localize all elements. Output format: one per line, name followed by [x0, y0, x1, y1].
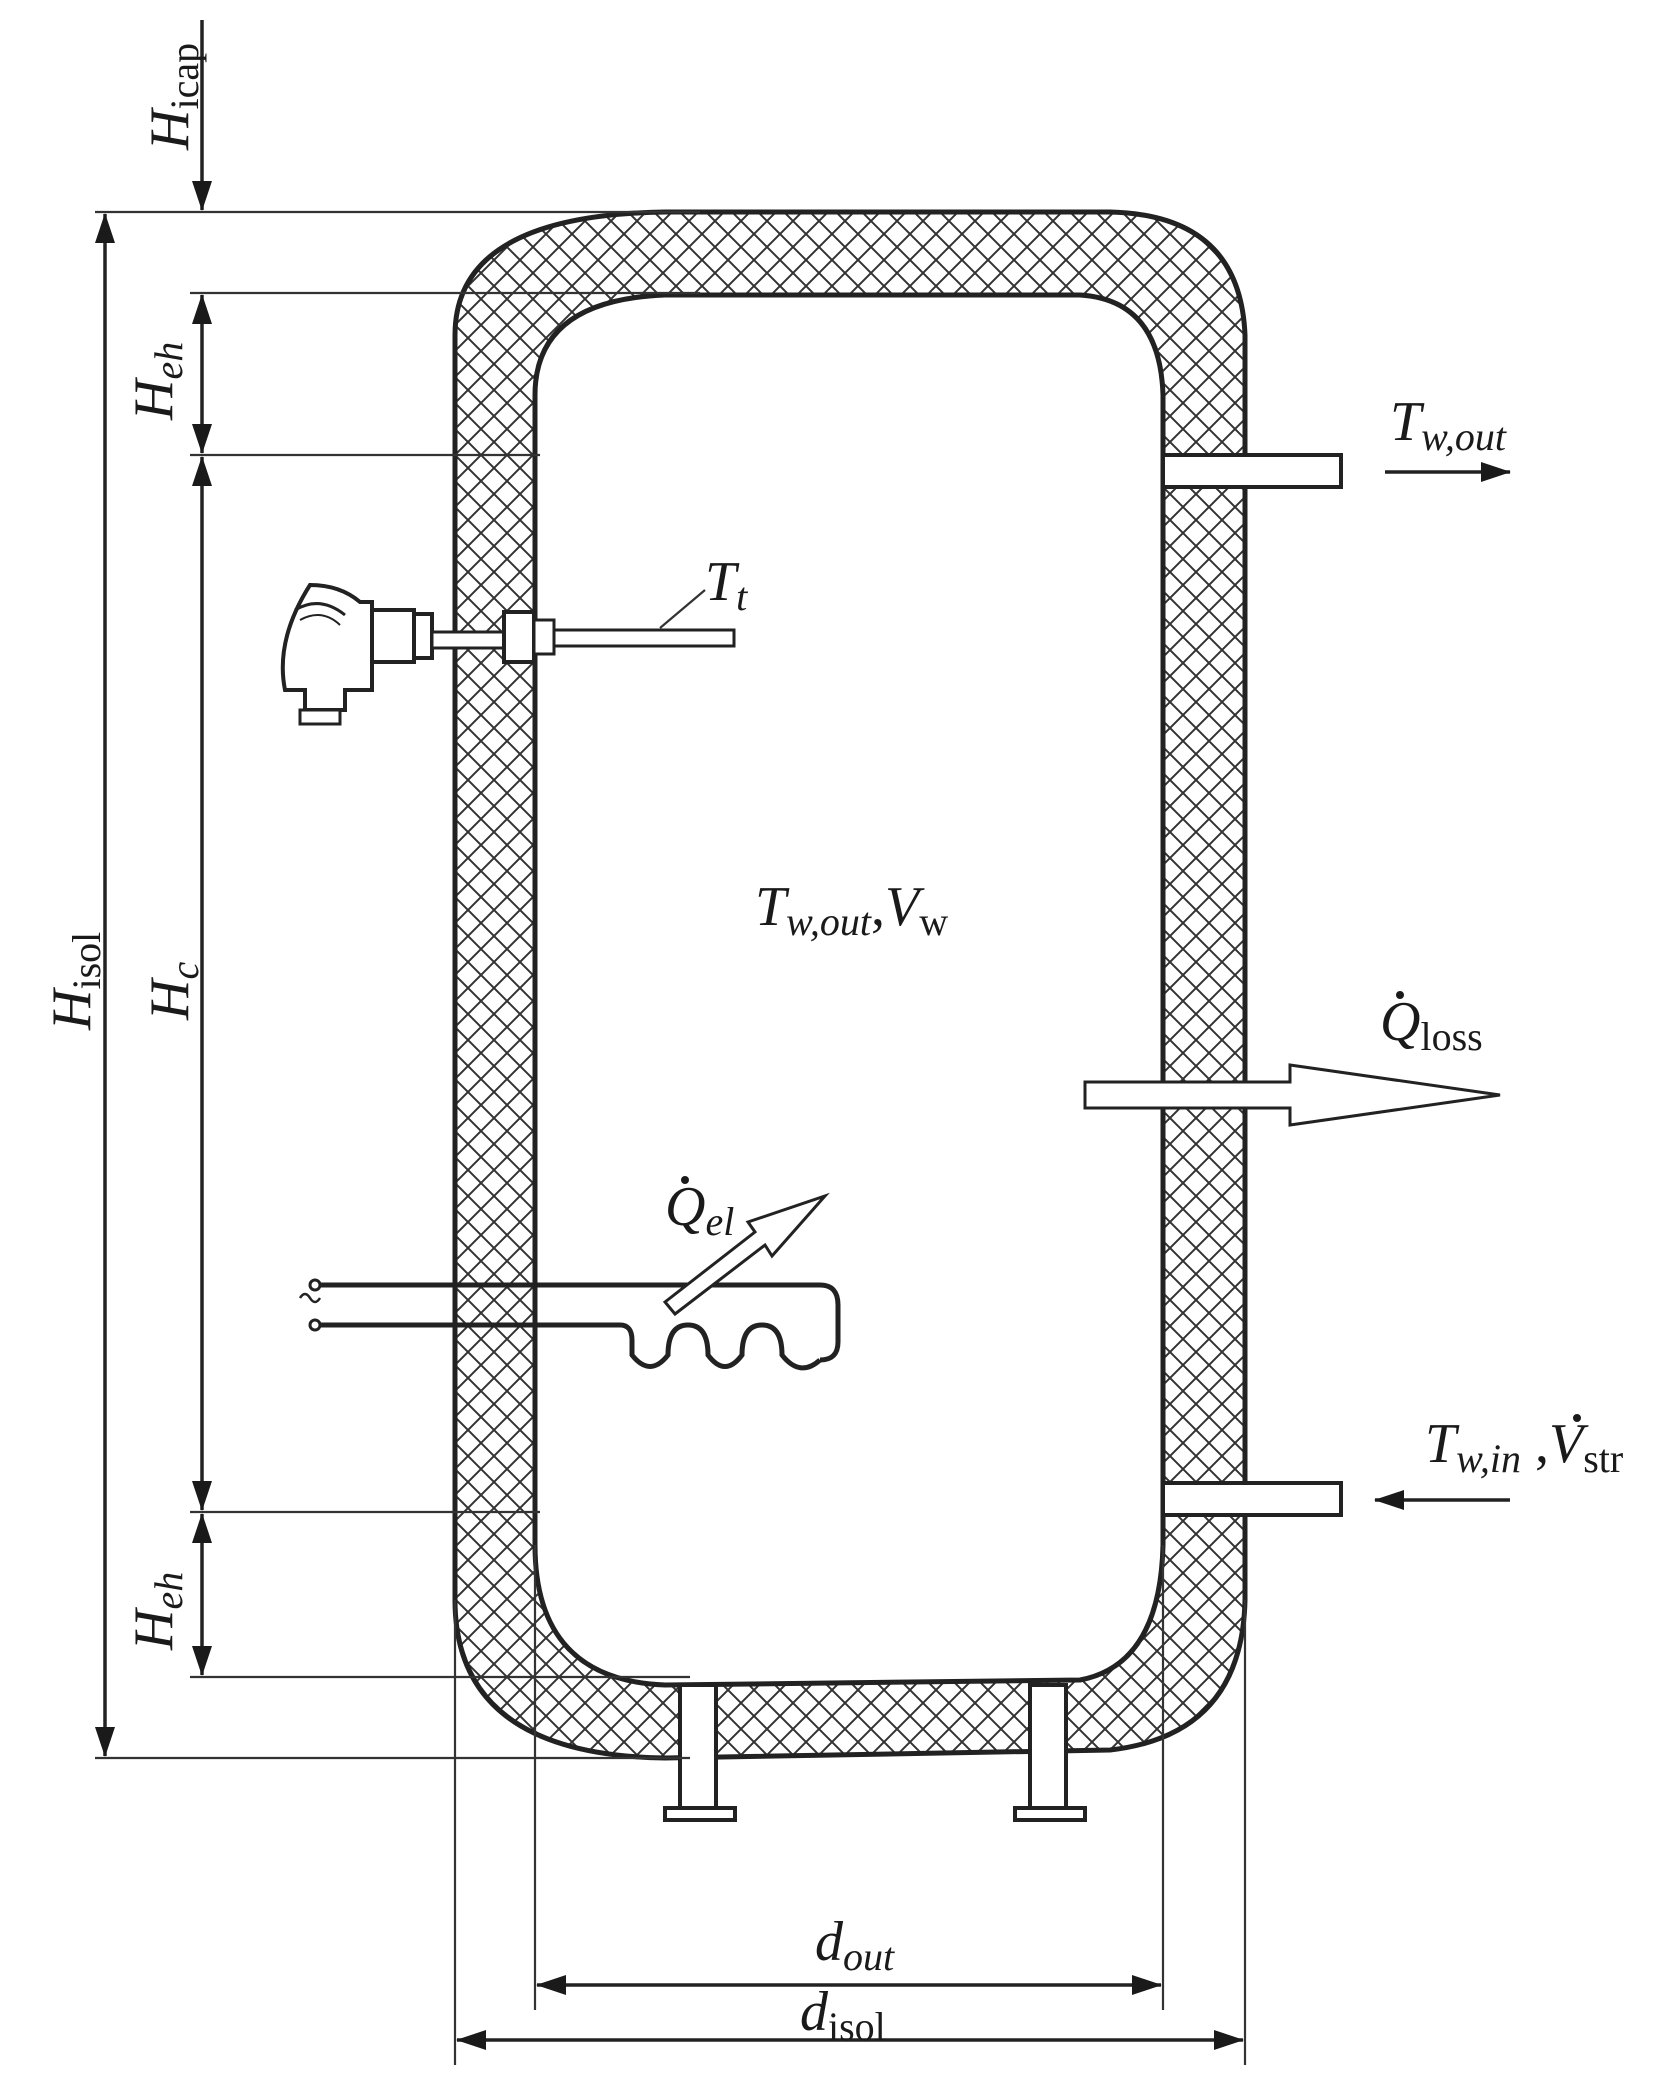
label-t-t: Tt — [705, 551, 748, 619]
label-h-c: Hc — [139, 962, 207, 1021]
svg-text:Tw,in ,Vstr: Tw,in ,Vstr — [1425, 1413, 1623, 1481]
label-h-icap: Hicap — [139, 43, 207, 151]
dimension-lines — [95, 20, 1244, 2050]
label-h-isol: Hisol — [41, 932, 109, 1031]
inner-tank — [532, 292, 1166, 1688]
outlet-pipe — [1161, 453, 1343, 489]
label-d-out: dout — [815, 1911, 895, 1979]
inlet-pipe — [1161, 1481, 1343, 1517]
tank-legs — [663, 1683, 1087, 1822]
svg-text:Qloss: Qloss — [1380, 991, 1483, 1059]
svg-text:Heh: Heh — [123, 1572, 191, 1651]
label-q-el: Qel — [665, 1176, 734, 1244]
electric-heater — [298, 1192, 841, 1371]
label-tank-content: Tw,out,Vw — [755, 876, 948, 944]
temperature-sensor — [280, 582, 736, 726]
svg-text:Hc: Hc — [139, 962, 207, 1021]
heat-loss-arrow — [1083, 1063, 1501, 1127]
label-q-loss: Qloss — [1380, 991, 1483, 1059]
label-t-w-out-outlet: Tw,out — [1390, 391, 1507, 459]
extension-lines — [95, 210, 1247, 2065]
label-h-eh-bottom: Heh — [123, 1572, 191, 1651]
label-d-isol: disol — [800, 1981, 886, 2049]
label-t-w-in: Tw,in ,Vstr — [1425, 1413, 1623, 1481]
svg-text:Hicap: Hicap — [139, 43, 207, 151]
label-h-eh-top: Heh — [123, 342, 191, 421]
svg-text:Heh: Heh — [123, 342, 191, 421]
svg-text:Qel: Qel — [665, 1176, 734, 1244]
svg-text:Hisol: Hisol — [41, 932, 109, 1031]
